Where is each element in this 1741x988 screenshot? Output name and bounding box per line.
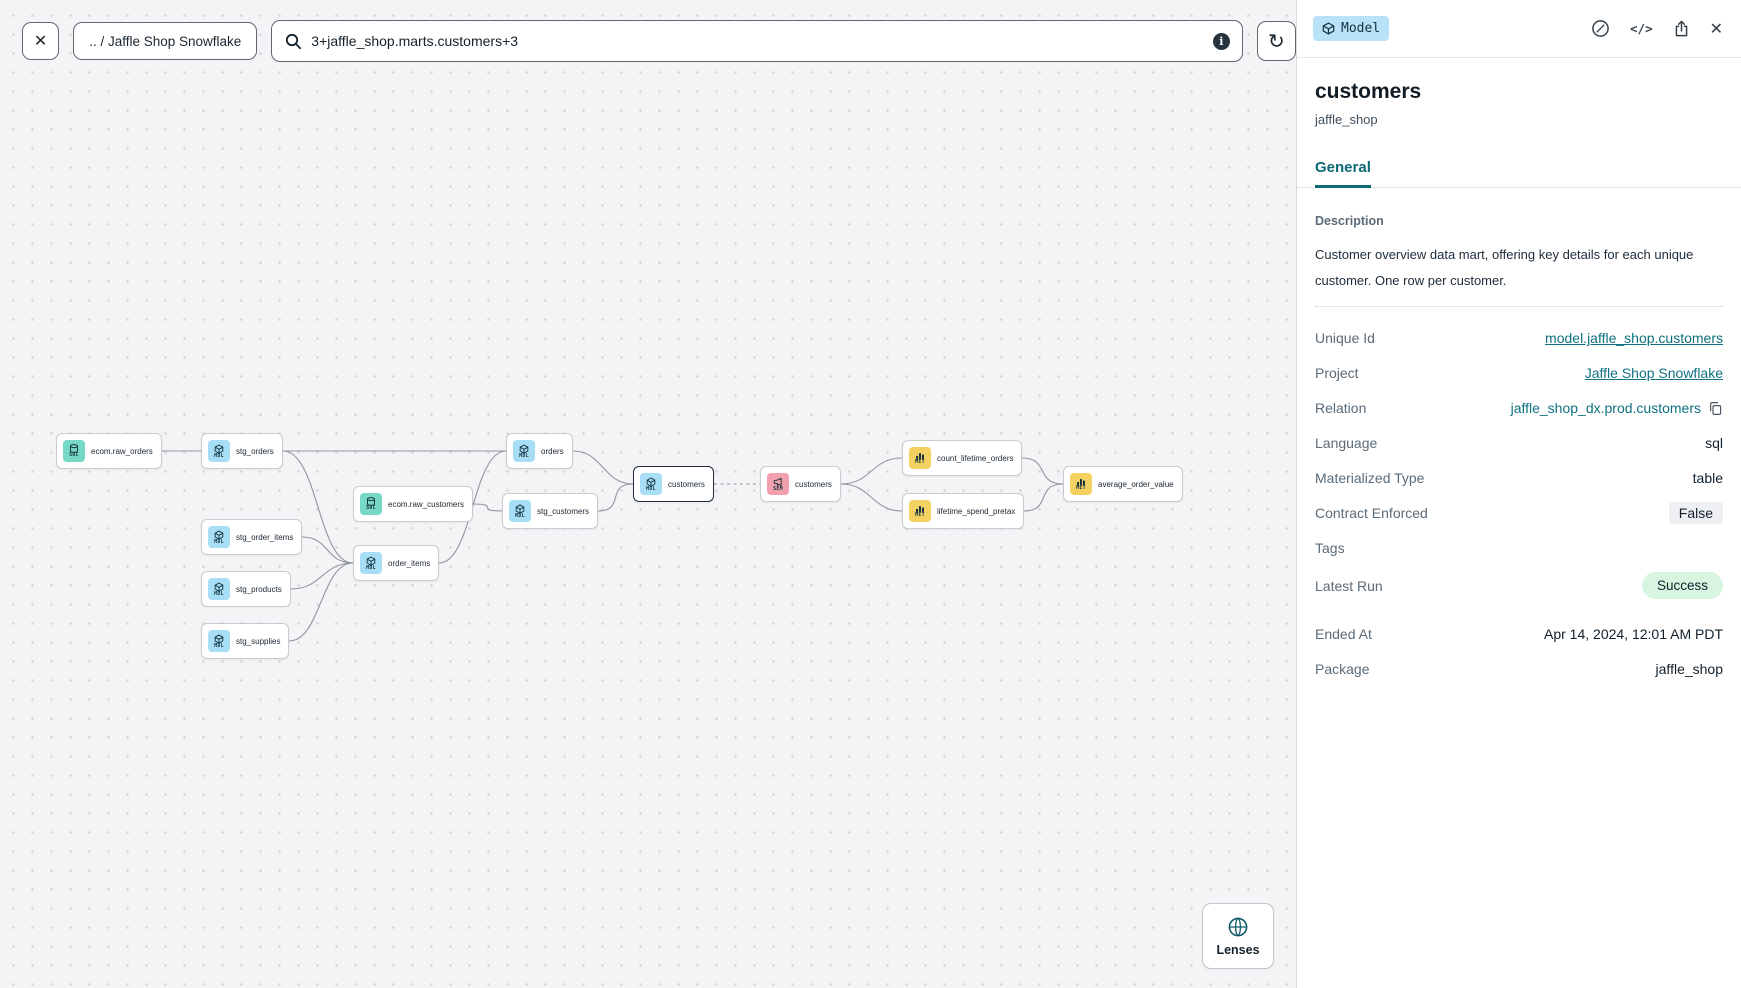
- tab-general[interactable]: General: [1315, 159, 1371, 188]
- lineage-node-lifetime-spend-pretax[interactable]: MET lifetime_spend_pretax: [902, 493, 1025, 529]
- detail-row-ended-at: Ended At Apr 14, 2024, 12:01 AM PDT: [1315, 626, 1723, 642]
- lenses-button[interactable]: Lenses: [1202, 903, 1274, 969]
- close-lineage-button[interactable]: ✕: [22, 22, 60, 60]
- breadcrumb[interactable]: .. / Jaffle Shop Snowflake: [73, 22, 258, 60]
- lineage-node-average-order-value[interactable]: MET average_order_value: [1063, 466, 1183, 502]
- lineage-node-customers-model[interactable]: MDL customers: [633, 466, 714, 502]
- lineage-node-order-items[interactable]: MDL order_items: [353, 545, 440, 581]
- lineage-node-count-lifetime-orders[interactable]: MET count_lifetime_orders: [902, 440, 1023, 476]
- contract-enforced-badge: False: [1668, 502, 1723, 524]
- detail-row-latest-run: Latest Run Success: [1315, 572, 1723, 599]
- search-icon: [285, 33, 302, 50]
- detail-row-contract-enforced: Contract Enforced False: [1315, 502, 1723, 524]
- model-icon: MDL: [513, 440, 535, 462]
- lenses-icon: [1226, 915, 1250, 939]
- cube-icon: [1322, 22, 1335, 35]
- lineage-node-orders[interactable]: MDL orders: [506, 433, 573, 469]
- unique-id-link[interactable]: model.jaffle_shop.customers: [1545, 330, 1723, 346]
- latest-run-status-badge: Success: [1641, 572, 1723, 599]
- model-icon: MDL: [208, 578, 230, 600]
- model-icon: MDL: [208, 630, 230, 652]
- description-label: Description: [1315, 214, 1384, 228]
- copy-icon: [1708, 401, 1723, 416]
- panel-title: customers: [1315, 80, 1422, 103]
- model-icon: MDL: [509, 500, 531, 522]
- metric-icon: MET: [1070, 473, 1092, 495]
- detail-row-unique-id: Unique Id model.jaffle_shop.customers: [1315, 330, 1723, 346]
- resource-type-badge: Model: [1313, 16, 1390, 41]
- panel-subtitle: jaffle_shop: [1315, 112, 1378, 127]
- metric-icon: MET: [909, 500, 931, 522]
- detail-row-project: Project Jaffle Shop Snowflake: [1315, 365, 1723, 381]
- lineage-node-stg-customers[interactable]: MDL stg_customers: [502, 493, 599, 529]
- lineage-search: i: [271, 20, 1243, 62]
- lineage-node-customers-semantic[interactable]: SEM customers: [760, 466, 841, 502]
- close-icon: ✕: [1709, 20, 1723, 38]
- relation-value: jaffle_shop_dx.prod.customers: [1510, 400, 1701, 416]
- lineage-node-stg-order-items[interactable]: MDL stg_order_items: [201, 519, 303, 555]
- compass-icon: [1591, 19, 1610, 38]
- description-text: Customer overview data mart, offering ke…: [1315, 247, 1694, 288]
- metric-icon: MET: [909, 447, 931, 469]
- refresh-icon: ↻: [1268, 29, 1285, 53]
- divider: [1315, 306, 1723, 307]
- canvas-toolbar: ✕ .. / Jaffle Shop Snowflake i ↻: [0, 0, 1296, 62]
- copy-relation-button[interactable]: [1708, 401, 1723, 416]
- package-value: jaffle_shop: [1655, 661, 1723, 677]
- semantic-model-icon: SEM: [767, 473, 789, 495]
- panel-header: Model </> ✕: [1297, 0, 1741, 58]
- detail-row-tags: Tags: [1315, 540, 1345, 556]
- close-panel-button[interactable]: ✕: [1708, 17, 1725, 41]
- project-link[interactable]: Jaffle Shop Snowflake: [1584, 365, 1723, 381]
- explore-compass-button[interactable]: [1589, 17, 1612, 40]
- search-input[interactable]: [311, 33, 1204, 49]
- language-value: sql: [1705, 435, 1723, 451]
- lineage-node-stg-products[interactable]: MDL stg_products: [201, 571, 291, 607]
- model-icon: MDL: [640, 473, 662, 495]
- code-button[interactable]: </>: [1628, 19, 1655, 38]
- details-panel: Model </> ✕: [1296, 0, 1741, 988]
- panel-content: Description Customer overview data mart,…: [1297, 188, 1741, 693]
- close-icon: ✕: [33, 33, 48, 50]
- materialized-type-value: table: [1692, 470, 1723, 486]
- model-icon: MDL: [360, 552, 382, 574]
- panel-tabs: General: [1297, 159, 1741, 188]
- detail-row-materialized-type: Materialized Type table: [1315, 470, 1723, 486]
- lineage-canvas[interactable]: SRC ecom.raw_orders MDL stg_orders SRC e…: [0, 0, 1296, 988]
- model-icon: MDL: [208, 440, 230, 462]
- lineage-node-ecom-raw-orders[interactable]: SRC ecom.raw_orders: [56, 433, 162, 469]
- ended-at-value: Apr 14, 2024, 12:01 AM PDT: [1544, 626, 1723, 642]
- detail-row-package: Package jaffle_shop: [1315, 661, 1723, 677]
- detail-row-relation: Relation jaffle_shop_dx.prod.customers: [1315, 397, 1723, 419]
- share-button[interactable]: [1671, 18, 1692, 40]
- lenses-label: Lenses: [1216, 943, 1260, 957]
- detail-row-language: Language sql: [1315, 435, 1723, 451]
- code-icon: </>: [1630, 21, 1653, 36]
- lineage-node-stg-supplies[interactable]: MDL stg_supplies: [201, 623, 290, 659]
- source-icon: SRC: [360, 493, 382, 515]
- lineage-node-stg-orders[interactable]: MDL stg_orders: [201, 433, 283, 469]
- info-icon[interactable]: i: [1212, 32, 1230, 50]
- lineage-node-ecom-raw-customers[interactable]: SRC ecom.raw_customers: [353, 486, 474, 522]
- share-icon: [1673, 20, 1690, 38]
- refresh-button[interactable]: ↻: [1256, 21, 1296, 61]
- source-icon: SRC: [63, 440, 85, 462]
- model-icon: MDL: [208, 526, 230, 548]
